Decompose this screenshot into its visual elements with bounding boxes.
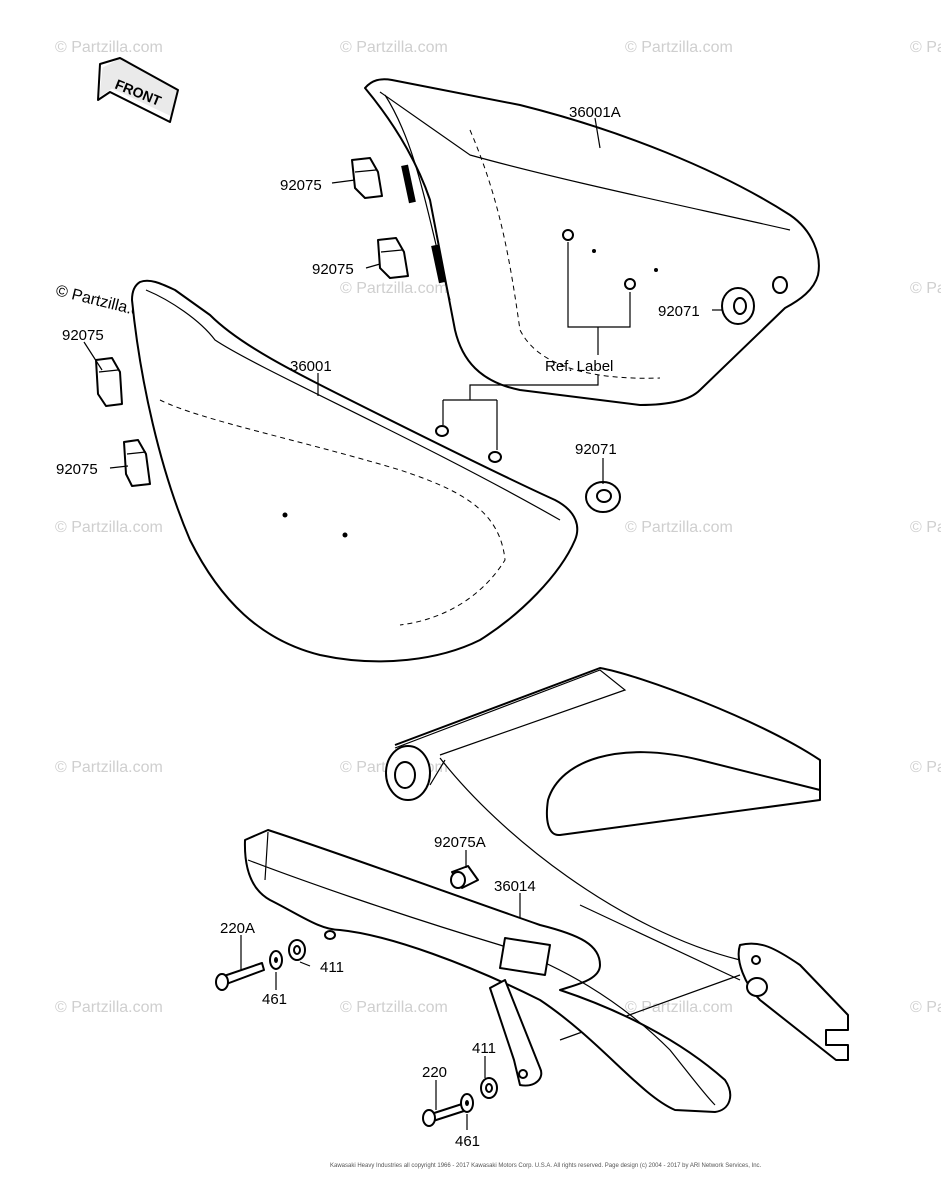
chain-guard bbox=[243, 829, 732, 1113]
part-label: 92075A bbox=[434, 834, 486, 851]
watermark: © Partzilla.com bbox=[55, 39, 163, 56]
grommet-icon bbox=[585, 481, 621, 513]
nut-icon bbox=[435, 425, 502, 463]
part-labels: 36001A 92075 92075 92075 92075 92071 920… bbox=[56, 104, 700, 1150]
watermark: © Partzilla.com bbox=[55, 519, 163, 536]
collar-icon bbox=[450, 865, 479, 889]
rubber-block-icon bbox=[95, 357, 123, 407]
watermark: © Partzilla.com bbox=[625, 39, 733, 56]
watermark: © Partzilla.com bbox=[55, 999, 163, 1016]
watermark: © Partzilla.com bbox=[55, 759, 163, 776]
bolt-icon bbox=[215, 962, 265, 991]
part-label: 92071 bbox=[658, 303, 700, 320]
part-label: 220A bbox=[220, 920, 255, 937]
watermark: © Partzilla.com bbox=[910, 999, 941, 1016]
part-label: 411 bbox=[320, 959, 344, 976]
watermark: © Partzilla.com bbox=[910, 280, 941, 297]
grommet-icon bbox=[721, 287, 755, 325]
front-arrow-icon: FRONT bbox=[97, 57, 179, 123]
part-label: 92075 bbox=[56, 461, 98, 478]
watermark: © Partzilla.com bbox=[340, 280, 448, 297]
leader-lines bbox=[83, 117, 722, 1130]
washer-icon bbox=[480, 1077, 498, 1099]
swing-arm bbox=[385, 667, 849, 1061]
part-label: 36001A bbox=[569, 104, 621, 121]
part-label: 92075 bbox=[62, 327, 104, 344]
part-label: 36001 bbox=[290, 358, 332, 375]
watermark: © Partzilla.com bbox=[910, 39, 941, 56]
watermark: © Partzilla.com bbox=[625, 519, 733, 536]
part-label: 92075 bbox=[280, 177, 322, 194]
copyright-footer: Kawasaki Heavy Industries all copyright … bbox=[330, 1163, 762, 1169]
watermark: © Partzilla.com bbox=[625, 999, 733, 1016]
washer-icon bbox=[269, 950, 283, 970]
part-label: 411 bbox=[472, 1040, 496, 1057]
part-label: 36014 bbox=[494, 878, 536, 895]
washer-icon bbox=[460, 1093, 474, 1113]
part-label: 461 bbox=[455, 1133, 480, 1150]
rubber-block-icon bbox=[377, 237, 409, 279]
part-label: 92071 bbox=[575, 441, 617, 458]
watermark: © Partzilla.com bbox=[340, 999, 448, 1016]
rubber-block-icon bbox=[123, 439, 151, 487]
watermark: © Partzilla.com bbox=[910, 519, 941, 536]
side-cover-right bbox=[364, 78, 820, 406]
watermark: © Partzilla.com bbox=[910, 759, 941, 776]
part-label: 92075 bbox=[312, 261, 354, 278]
rubber-block-icon bbox=[351, 157, 383, 199]
ref-label: Ref. Label bbox=[545, 358, 613, 375]
side-cover-left bbox=[131, 279, 579, 663]
part-label: 220 bbox=[422, 1064, 447, 1081]
bolt-icon bbox=[422, 1103, 465, 1127]
washer-icon bbox=[288, 939, 306, 961]
watermark: © Partzilla.com bbox=[340, 39, 448, 56]
part-label: 461 bbox=[262, 991, 287, 1008]
